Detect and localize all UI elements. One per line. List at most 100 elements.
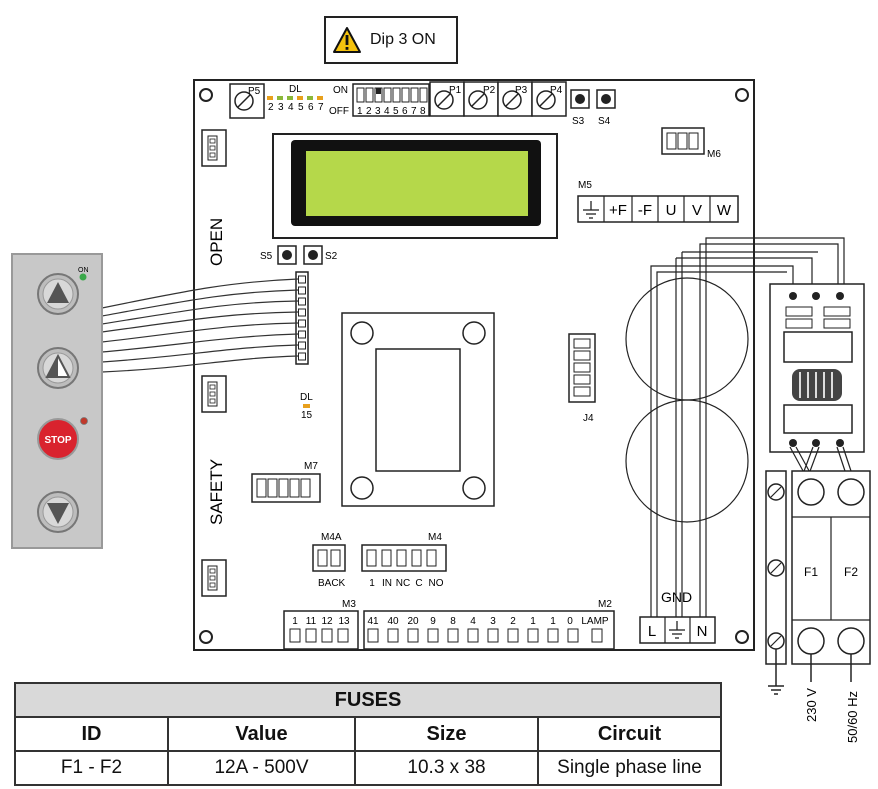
terminal-m4-pin: NC — [396, 578, 410, 589]
dip-off-label: OFF — [329, 106, 349, 117]
safety-label: SAFETY — [207, 459, 226, 525]
power-n-label: N — [697, 623, 708, 640]
fuse-holder — [765, 470, 871, 665]
trimmer-p3[interactable]: P3 — [497, 81, 533, 117]
button-s3[interactable] — [570, 89, 590, 109]
keypad: ON STOP — [11, 253, 103, 549]
table-cell: 10.3 x 38 — [354, 750, 539, 786]
terminal-m4 — [361, 544, 447, 572]
terminal-m5-pin: U — [666, 202, 677, 219]
terminal-m2-pin: 40 — [387, 616, 399, 627]
dl-number: 7 — [318, 102, 324, 113]
ground-icon — [583, 201, 599, 219]
dip-switch-m7[interactable] — [251, 473, 321, 503]
close-button[interactable] — [37, 491, 79, 533]
terminal-m3-pin: 13 — [338, 616, 350, 627]
stop-led — [80, 417, 88, 425]
dl-number: 6 — [308, 102, 314, 113]
connector-safety — [201, 375, 227, 413]
ground-icon — [669, 621, 685, 639]
dl-numbers: 2 3 4 5 6 7 — [268, 102, 324, 113]
table-cell: Single phase line — [537, 750, 722, 786]
terminal-m5-pin: V — [692, 202, 702, 219]
dl-leds — [267, 96, 323, 100]
terminal-m2-pin: 3 — [490, 616, 496, 627]
open-label: OPEN — [207, 218, 226, 266]
fuses-table-title: FUSES — [14, 682, 722, 718]
dl15-number: 15 — [301, 410, 313, 421]
keypad-header — [295, 271, 309, 365]
terminal-m5-pin: W — [717, 202, 732, 219]
terminal-m2-pin: 20 — [407, 616, 419, 627]
mounting-holes — [199, 88, 749, 644]
terminal-m4-pin: C — [415, 578, 422, 589]
trimmer-p4-label: P4 — [550, 85, 563, 96]
keypad-on-led — [79, 273, 87, 281]
terminal-m2-pin: 1 — [530, 616, 536, 627]
button-s5[interactable] — [277, 245, 297, 265]
dl15-label: DL — [300, 392, 313, 403]
dip-number: 1 — [357, 106, 363, 117]
terminal-m3 — [283, 610, 359, 650]
dl-number: 4 — [288, 102, 294, 113]
trimmer-p4[interactable]: P4 — [531, 81, 567, 117]
triangle-up-icon — [47, 282, 69, 303]
open-partial-button[interactable] — [37, 347, 79, 389]
terminal-m2-pin: LAMP — [581, 616, 609, 627]
button-s2[interactable] — [303, 245, 323, 265]
stop-label: STOP — [44, 435, 71, 446]
dl-number: 3 — [278, 102, 284, 113]
terminal-m2-pin: 9 — [430, 616, 436, 627]
dip-on-label: ON — [333, 85, 348, 96]
ribbon-cable — [101, 278, 299, 373]
terminal-m2-pin: 41 — [367, 616, 379, 627]
trimmer-p5-label: P5 — [248, 86, 261, 97]
terminal-m3-label: M3 — [342, 599, 356, 610]
connector-open — [201, 129, 227, 167]
stop-button[interactable]: STOP — [37, 418, 79, 460]
terminal-m2-pin: 2 — [510, 616, 516, 627]
dip-m7-label: M7 — [304, 461, 318, 472]
mains-labels: 230 V 50/60 Hz — [768, 680, 860, 743]
terminal-m5: +F -F U V W — [577, 195, 739, 223]
dip-number: 7 — [411, 106, 417, 117]
dip-number: 3 — [375, 106, 381, 117]
triangle-down-icon — [47, 503, 69, 524]
lcd-screen — [306, 151, 528, 216]
dip-number: 4 — [384, 106, 390, 117]
dip-number: 2 — [366, 106, 372, 117]
fuse-f2-label: F2 — [844, 565, 858, 579]
dip-numbers: 1 2 3 4 5 6 7 8 — [357, 106, 426, 117]
mains-leads — [775, 649, 852, 680]
power-l-label: L — [648, 623, 656, 640]
dl-label: DL — [289, 84, 302, 95]
dl-number: 5 — [298, 102, 304, 113]
terminal-m2-pin: 1 — [550, 616, 556, 627]
trimmer-p1[interactable]: P1 — [429, 81, 465, 117]
terminal-m4a-label: M4A — [321, 532, 342, 543]
dl-number: 2 — [268, 102, 274, 113]
dip-3-on-indicator — [376, 88, 381, 94]
terminal-m3-pin: 12 — [321, 616, 333, 627]
table-cell: 12A - 500V — [167, 750, 356, 786]
open-full-button[interactable] — [37, 273, 79, 315]
transformer — [341, 312, 495, 507]
trimmer-p1-label: P1 — [449, 85, 462, 96]
capacitor-bottom — [625, 399, 749, 523]
terminal-m5-pin: +F — [609, 202, 627, 219]
terminal-m2-pin: 4 — [470, 616, 476, 627]
column-header-id: ID — [14, 716, 169, 752]
connector-j4 — [568, 333, 596, 403]
trimmer-p2[interactable]: P2 — [463, 81, 499, 117]
button-s4[interactable] — [596, 89, 616, 109]
terminal-m4a-sub: BACK — [318, 578, 346, 589]
dip-number: 5 — [393, 106, 399, 117]
terminal-m2-pin: 8 — [450, 616, 456, 627]
wiring-diagram: P5 DL 2 3 4 5 6 7 ON OFF 1 2 3 4 5 6 7 8 — [101, 79, 871, 680]
fuse-f1-label: F1 — [804, 565, 818, 579]
terminal-m4-pin: IN — [382, 578, 392, 589]
voltage-label: 230 V — [804, 688, 819, 722]
terminal-m3-pin: 1 — [292, 616, 298, 627]
dl15-led — [303, 404, 310, 408]
terminal-m5-label: M5 — [578, 180, 592, 191]
